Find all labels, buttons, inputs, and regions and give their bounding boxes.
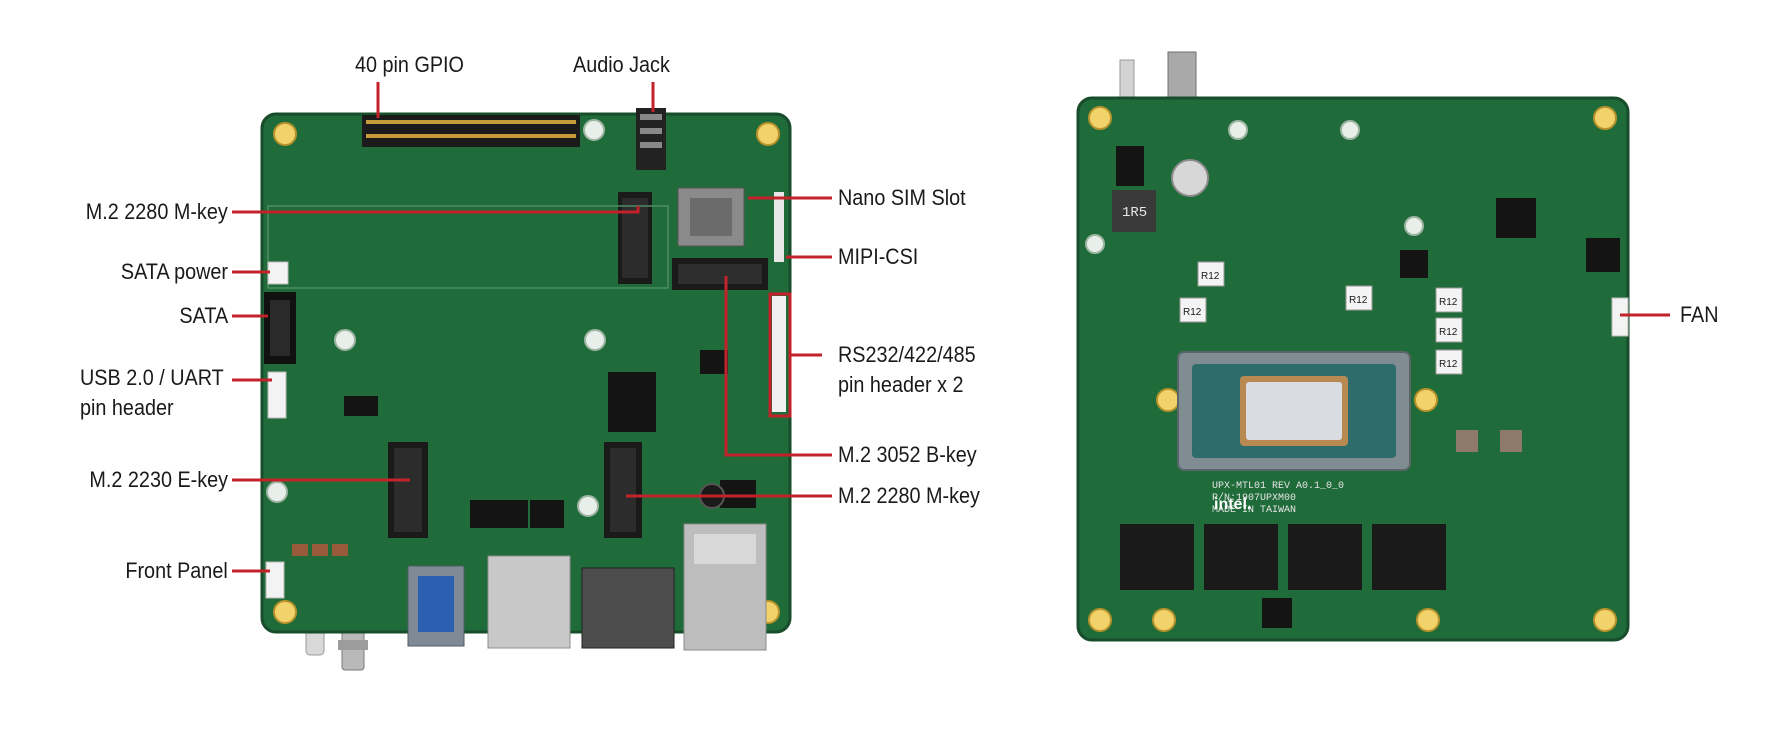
silkscreen-choke-2: R12 bbox=[1183, 307, 1202, 318]
silkscreen-model: UPX-MTL01 REV A0.1_0_0 bbox=[1212, 481, 1344, 492]
callout-line-m2-bkey bbox=[724, 276, 832, 457]
label-usb-uart-line2: pin header bbox=[80, 395, 174, 420]
label-sata-power: SATA power bbox=[120, 259, 228, 284]
silkscreen-intel-logo: intel. bbox=[1214, 496, 1252, 513]
label-rs232-pin-header: pin header x 2 bbox=[838, 372, 964, 397]
label-audio-jack: Audio Jack bbox=[573, 52, 670, 77]
label-fan: FAN bbox=[1680, 302, 1719, 327]
label-40-pin-gpio: 40 pin GPIO bbox=[355, 52, 464, 77]
silkscreen-choke-3: R12 bbox=[1349, 295, 1368, 306]
silkscreen-pn: P/N:1907UPXM00 bbox=[1212, 492, 1296, 504]
front-board bbox=[260, 108, 792, 671]
silkscreen-inductor: 1R5 bbox=[1122, 205, 1147, 221]
label-usb-uart: USB 2.0 / UART bbox=[80, 365, 224, 390]
callout-lines bbox=[232, 82, 1670, 573]
label-sata: SATA bbox=[179, 303, 228, 328]
label-nano-sim-slot: Nano SIM Slot bbox=[838, 185, 966, 210]
label-rs232-422-485: RS232/422/485 bbox=[838, 342, 976, 367]
back-board bbox=[1076, 51, 1630, 642]
silkscreen-origin: MADE IN TAIWAN bbox=[1212, 505, 1296, 516]
label-m2-2230-e-key: M.2 2230 E-key bbox=[89, 467, 228, 492]
label-m2-3052-b-key: M.2 3052 B-key bbox=[838, 442, 977, 467]
label-m2-2280-m-key-right: M.2 2280 M-key bbox=[838, 483, 980, 508]
silkscreen-choke-4: R12 bbox=[1439, 297, 1458, 308]
label-mipi-csi: MIPI-CSI bbox=[838, 244, 919, 269]
label-m2-2280-m-key-left: M.2 2280 M-key bbox=[86, 199, 228, 224]
silkscreen-choke-1: R12 bbox=[1201, 271, 1220, 282]
callout-line-m2-mkey-top bbox=[232, 206, 640, 214]
silkscreen-choke-5: R12 bbox=[1439, 327, 1458, 338]
silkscreen-choke-6: R12 bbox=[1439, 359, 1458, 370]
label-front-panel: Front Panel bbox=[125, 558, 228, 583]
